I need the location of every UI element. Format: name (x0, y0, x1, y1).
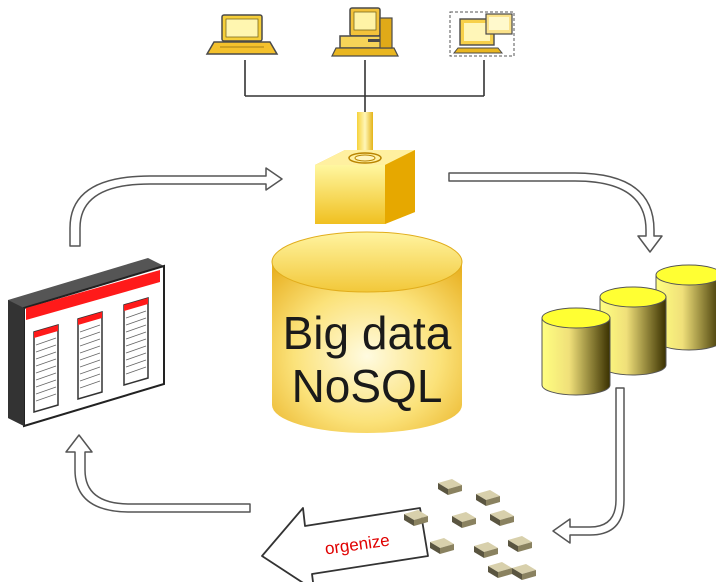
report-column-headers (34, 298, 148, 338)
scattered-blocks-icon (404, 479, 536, 580)
block (430, 538, 454, 554)
report-row-line (125, 338, 147, 347)
report-row-line (125, 352, 147, 361)
report-row-line (79, 338, 101, 347)
block (512, 564, 536, 580)
report-row-line (125, 366, 147, 375)
report-row-line (125, 324, 147, 333)
big-data-database: Big data NoSQL (271, 231, 463, 433)
report-row-line (125, 359, 147, 368)
report-row-line (35, 365, 57, 374)
report-column-lines (35, 310, 147, 402)
report-row-line (79, 331, 101, 340)
report-row-line (125, 345, 147, 354)
database-cylinders-icon (541, 264, 716, 396)
report-row-line (79, 324, 101, 333)
report-row-line (35, 344, 57, 353)
block (452, 512, 476, 528)
report-row-line (35, 372, 57, 381)
report-row-line (79, 366, 101, 375)
report-row-line (79, 352, 101, 361)
block (404, 510, 428, 526)
report-row-line (125, 331, 147, 340)
report-row-line (79, 359, 101, 368)
report-row-line (79, 345, 101, 354)
networked-monitor-icon (449, 11, 515, 57)
report-row-line (79, 380, 101, 389)
block (488, 562, 512, 578)
block (490, 510, 514, 526)
block (474, 542, 498, 558)
report-row-line (79, 373, 101, 382)
report-row-line (35, 379, 57, 388)
block (476, 490, 500, 506)
arrow-organize-to-report (65, 434, 251, 513)
report-row-line (35, 386, 57, 395)
arrow-gateway-to-storage (448, 172, 663, 253)
device-connector-lines (244, 60, 485, 112)
database-label-line2: NoSQL (292, 360, 443, 412)
block (508, 536, 532, 552)
arrow-storage-to-blocks (552, 387, 625, 544)
report-board-icon (8, 258, 165, 428)
report-row-line (35, 393, 57, 402)
report-row-line (35, 351, 57, 360)
report-row-line (125, 317, 147, 326)
report-row-line (125, 310, 147, 319)
report-row-line (35, 358, 57, 367)
database-label-line1: Big data (283, 307, 452, 359)
desktop-computer-icon (331, 7, 399, 57)
laptop-icon (205, 14, 279, 55)
block (438, 479, 462, 495)
organize-arrow: orgenize (261, 507, 429, 582)
report-row-line (35, 337, 57, 346)
arrow-report-to-gateway (69, 167, 283, 247)
input-gateway-icon (315, 112, 415, 224)
